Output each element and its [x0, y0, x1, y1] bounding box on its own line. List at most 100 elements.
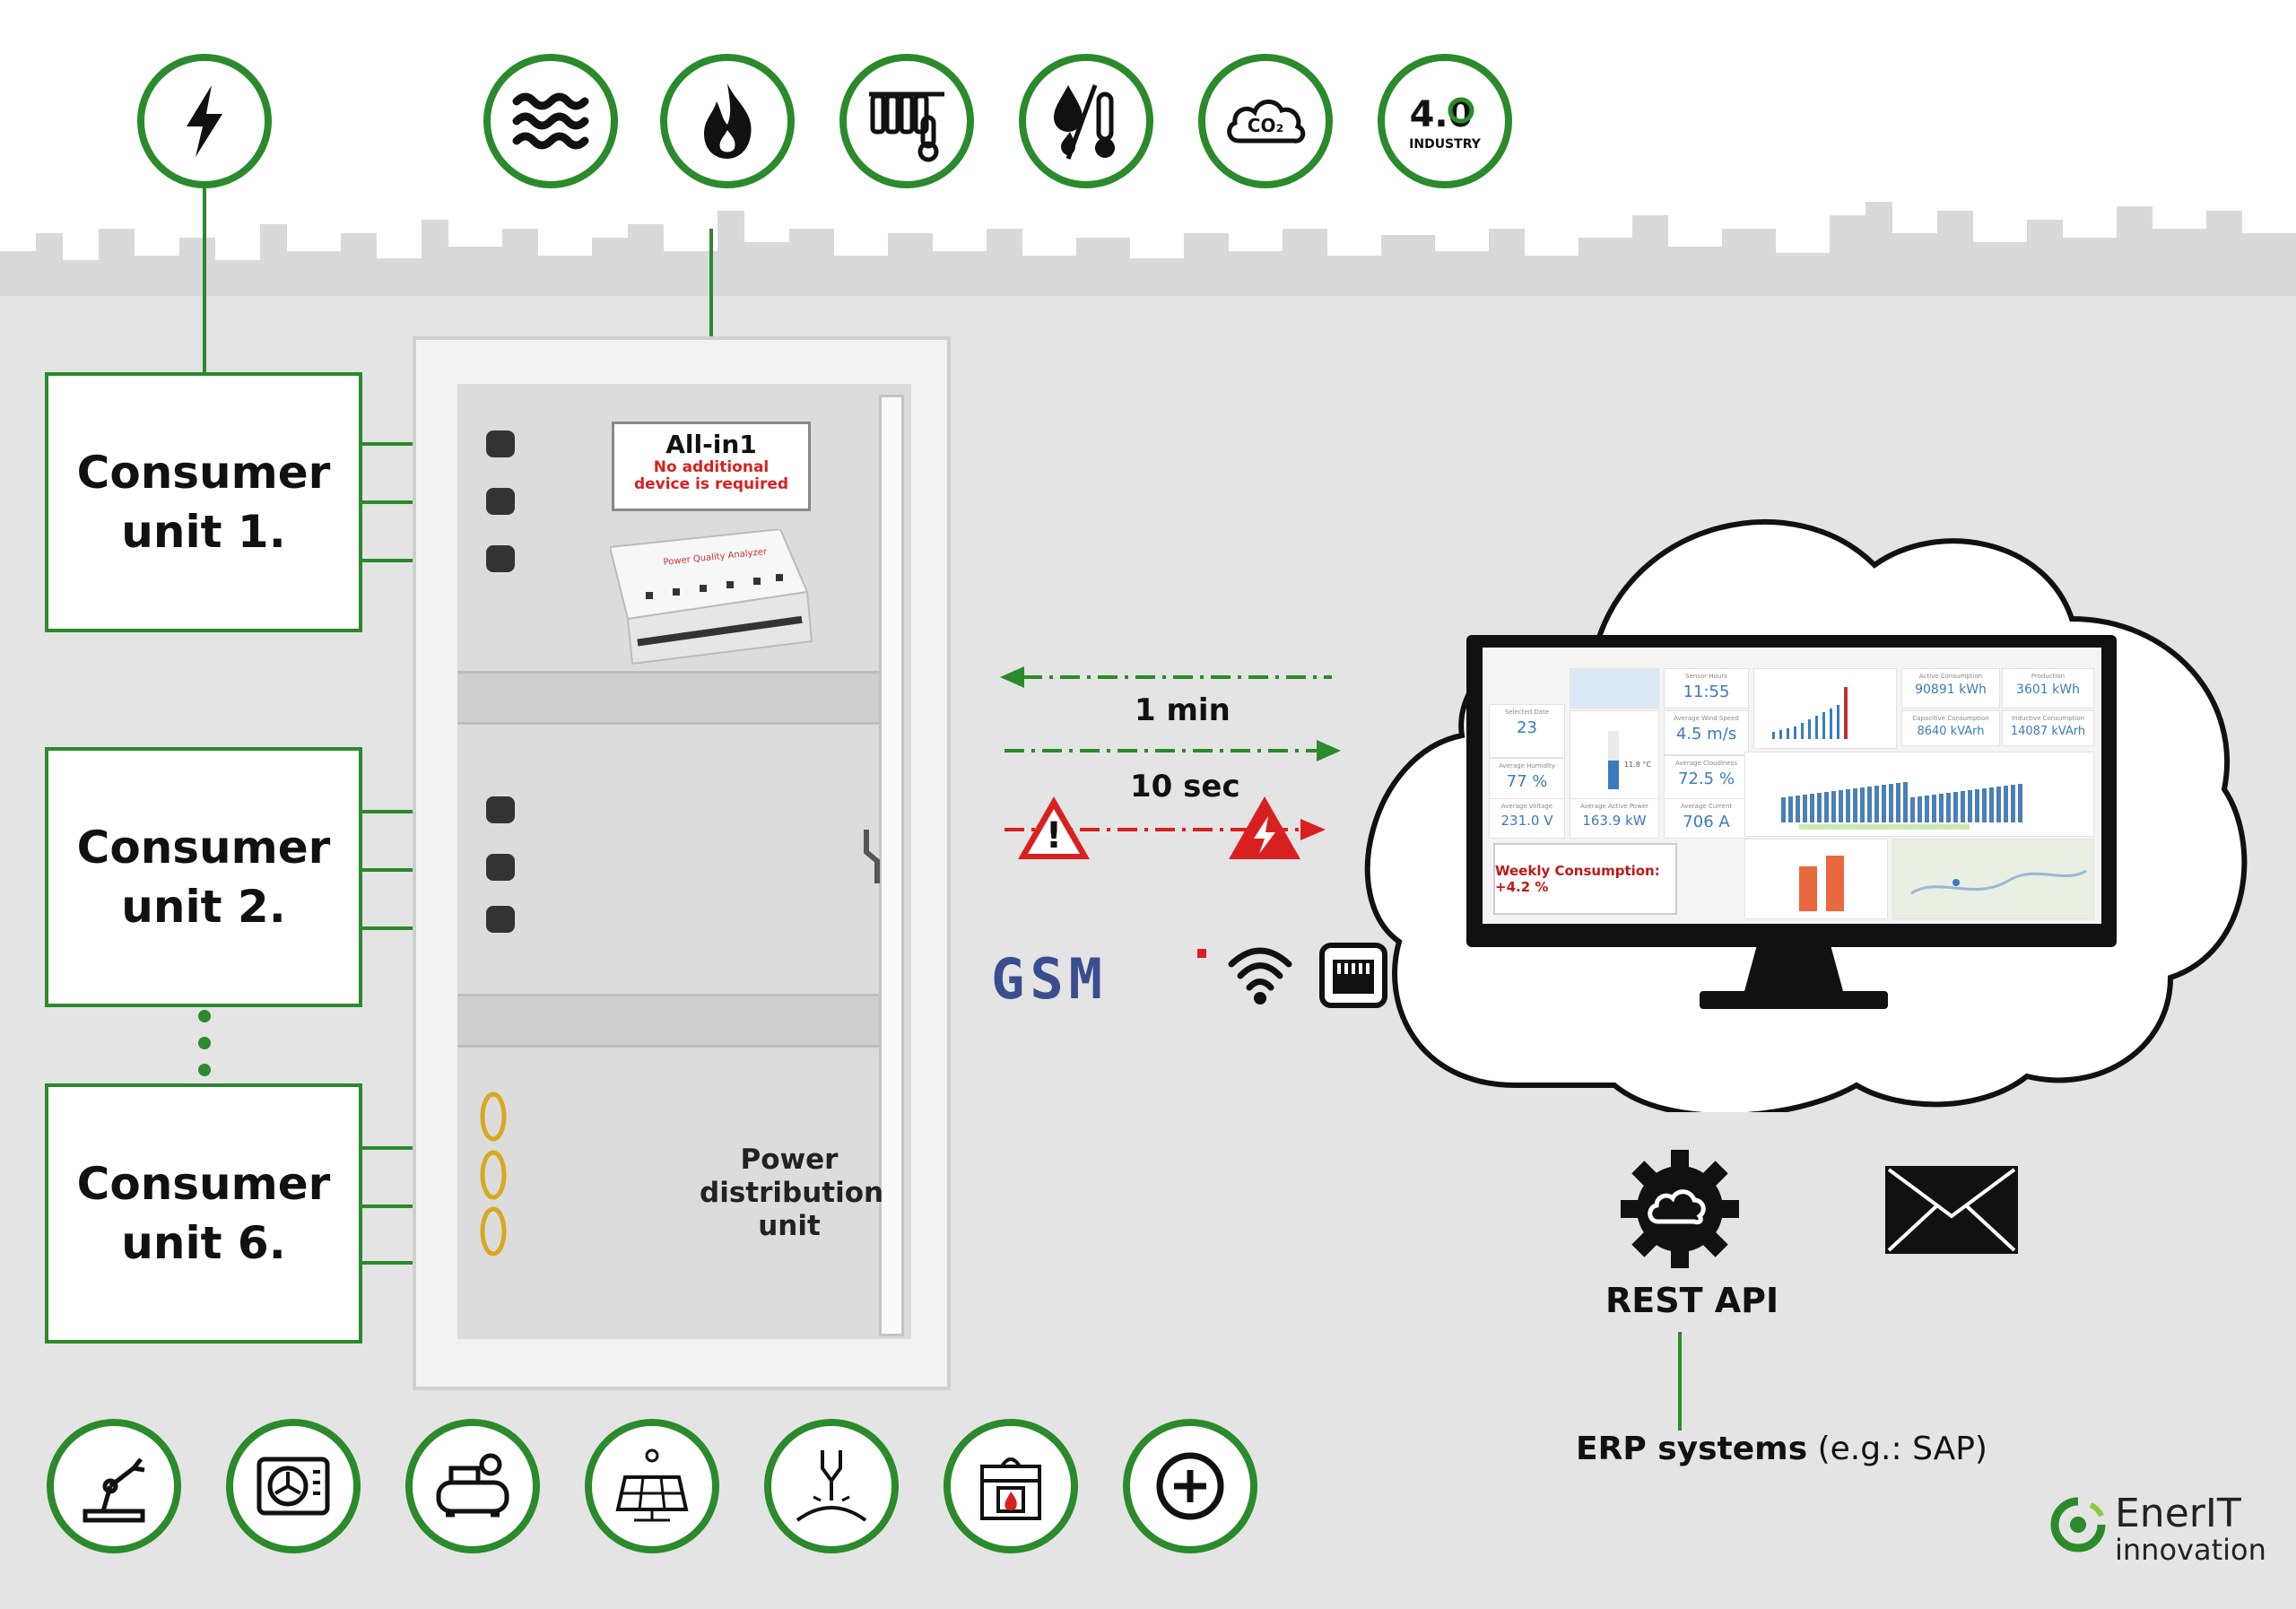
tile-daily-consumption [1744, 752, 2094, 837]
allin1-subtitle: No additional device is required [633, 458, 789, 493]
din-rail-2 [457, 994, 879, 1048]
enerit-sub: innovation [2115, 1533, 2266, 1567]
daily-bar [1982, 788, 1987, 822]
daily-bar [1968, 790, 1972, 822]
radiator-thermometer-icon [869, 91, 944, 162]
daily-bar [1867, 787, 1872, 822]
erp-bold: ERP systems [1576, 1431, 1808, 1467]
tile-sky-image [1570, 668, 1659, 709]
daily-bar [1853, 788, 1857, 822]
daily-bar [1889, 784, 1893, 822]
robot-circle [47, 1419, 181, 1553]
daily-bar [1996, 787, 2001, 822]
erp-label: ERP systems (e.g.: SAP) [1576, 1431, 1987, 1467]
door-strip [879, 395, 904, 1336]
daily-bar [1932, 795, 1936, 822]
co2-circle: CO₂ [1198, 54, 1333, 188]
svg-text:INDUSTRY: INDUSTRY [1409, 137, 1482, 152]
gsm-logo: GSM [991, 946, 1108, 1012]
email-envelope-icon [1885, 1166, 2018, 1254]
solar-panel-icon [615, 1448, 689, 1522]
co2-cloud-icon: CO₂ [1227, 100, 1306, 144]
humidity-temperature-icon [1054, 84, 1115, 160]
svg-text:CO₂: CO₂ [1248, 115, 1283, 136]
plus-icon [1156, 1452, 1224, 1520]
daily-bar [1882, 785, 1886, 822]
daily-bar [1788, 796, 1793, 822]
compressor-icon [436, 1453, 509, 1518]
weekly-consumption: Weekly Consumption: +4.2 % [1493, 843, 1677, 915]
monitor-stand [1700, 942, 1888, 1009]
daily-bar [1803, 795, 1807, 822]
gsm-dot [1197, 949, 1206, 958]
ct-clamps-lower [480, 906, 515, 1257]
warning-icon: ! [1018, 796, 1090, 859]
daily-bar [1975, 789, 1979, 822]
laser-circle [764, 1419, 899, 1553]
temperature-value: 11.8 °C [1624, 761, 1651, 769]
daily-bar [1946, 793, 1951, 822]
tile-temperature: 11.8 °C [1570, 710, 1659, 800]
daily-bar [1817, 793, 1822, 822]
rest-api-label: REST API [1605, 1281, 1779, 1320]
daily-consumption-chart [1781, 782, 2022, 830]
weekly-bar-chart [1799, 856, 1844, 911]
daily-bar [1925, 796, 1929, 822]
daily-bar [1910, 797, 1915, 822]
rest-api-gear-icon [1621, 1150, 1739, 1268]
laser-cutter-icon [796, 1450, 867, 1522]
heat-waves-icon [512, 92, 589, 150]
high-voltage-icon [1229, 796, 1300, 859]
city-skyline [0, 202, 2296, 296]
svg-text:!: ! [1046, 815, 1062, 857]
consumer-unit-2: Consumer unit 2. [45, 747, 362, 1007]
tile-map [1892, 839, 2094, 919]
daily-bar [1896, 783, 1900, 822]
daily-bar [1903, 782, 1908, 822]
interval-10sec: 10 sec [1130, 769, 1240, 804]
daily-bar [1846, 789, 1850, 822]
daily-bar [1939, 794, 1944, 822]
furnace-circle [944, 1419, 1078, 1553]
humidity-circle [1019, 54, 1153, 188]
allin1-title: All-in1 [665, 430, 757, 459]
daily-bar [1961, 791, 1965, 822]
daily-bar [1781, 797, 1786, 822]
data-arrows: ! [1000, 666, 1341, 859]
ethernet-icon [1319, 943, 1387, 1008]
pdu-label: Power distribution unit [700, 1144, 884, 1242]
heat-circle [483, 54, 618, 188]
heating-circle [839, 54, 974, 188]
daily-bar [1874, 786, 1879, 822]
hvac-circle [226, 1419, 361, 1553]
daily-bar [2018, 784, 2022, 822]
daily-bar [1989, 787, 1994, 822]
gas-flame-icon [704, 83, 752, 159]
daily-bar [2011, 785, 2015, 822]
furnace-icon [980, 1457, 1041, 1520]
daily-bar [1953, 792, 1958, 822]
robot-arm-icon [83, 1457, 145, 1523]
interval-1min: 1 min [1135, 692, 1231, 728]
more-circle [1123, 1419, 1257, 1553]
consumer-unit-1: Consumer unit 1. [45, 372, 362, 632]
electricity-circle [137, 54, 272, 188]
allin1-callout: All-in1 No additional device is required [612, 422, 811, 511]
daily-bar [1824, 792, 1829, 822]
hvac-unit-icon [257, 1457, 330, 1516]
daily-bar [1810, 794, 1814, 822]
compressor-circle [405, 1419, 540, 1553]
daily-bar [1860, 787, 1865, 822]
enerit-logo-icon [2050, 1497, 2106, 1552]
tile-bar-chart-top [1753, 668, 1897, 749]
